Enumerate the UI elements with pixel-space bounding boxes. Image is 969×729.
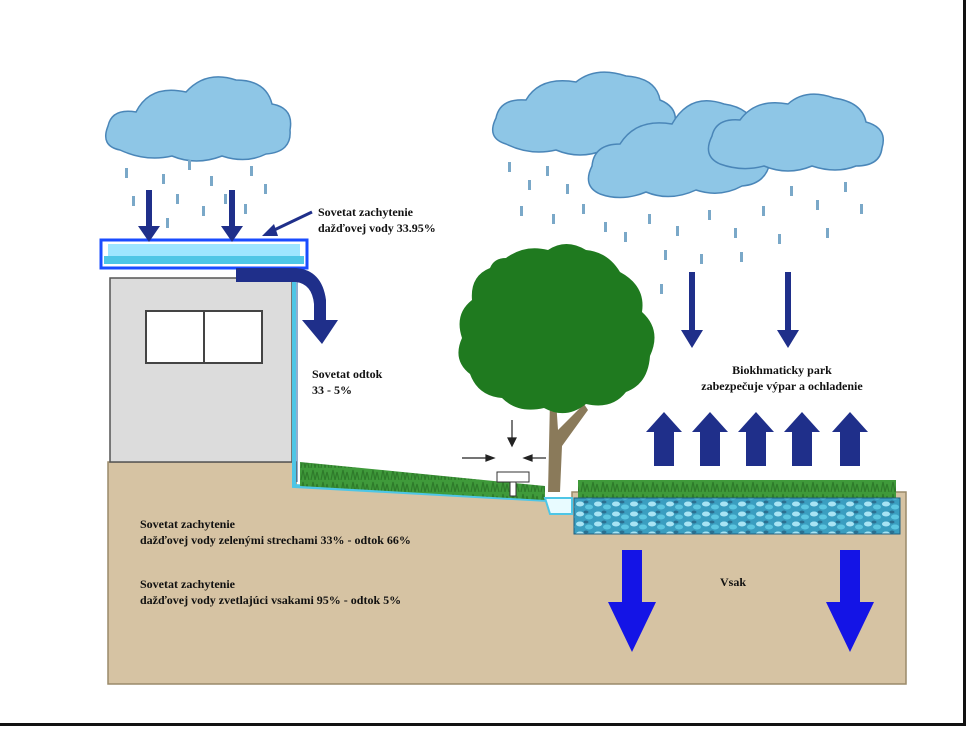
roof-runoff-line1: Sovetat odtok xyxy=(312,367,383,381)
building xyxy=(109,277,293,463)
dimension-arrows xyxy=(462,420,546,462)
gravel-layer xyxy=(573,497,901,535)
drain-inlet xyxy=(496,471,530,483)
infiltration-label: Vsak xyxy=(720,575,747,589)
paved-line1: Sovetat zachytenie xyxy=(140,517,235,531)
roof-retention-line2: dažďovej vody 33.95% xyxy=(318,221,436,235)
roof-runoff-label: Sovetat odtok 33 - 5% xyxy=(312,366,382,398)
grass-swale xyxy=(300,462,545,500)
rain-right xyxy=(508,162,863,294)
runoff-curved-arrow xyxy=(236,268,338,344)
rain-left xyxy=(125,160,267,228)
paved-retention-label: Sovetat zachytenie dažďovej vody zeleným… xyxy=(140,516,411,548)
paved-line2: dažďovej vody zelenými strechami 33% - o… xyxy=(140,533,411,547)
infiltration-arrows xyxy=(608,550,874,652)
pipe-outlet xyxy=(543,497,573,515)
pointer-arrow-roof xyxy=(262,210,313,236)
window xyxy=(145,310,263,364)
park-grass xyxy=(578,480,896,498)
roof-runoff-line2: 33 - 5% xyxy=(312,383,352,397)
roof-retention-line1: Sovetat zachytenie xyxy=(318,205,413,219)
rain-arrows-roof xyxy=(138,190,243,242)
park-line1: Biokhmaticky park xyxy=(732,363,832,377)
green-line1: Sovetat zachytenie xyxy=(140,577,235,591)
evaporation-arrows xyxy=(646,412,868,466)
downpipe xyxy=(292,268,549,502)
cloud-right-group xyxy=(491,71,884,199)
green-retention-label: Sovetat zachytenie dažďovej vody zvetlaj… xyxy=(140,576,401,608)
rain-arrows-park xyxy=(681,272,799,348)
cloud-left xyxy=(105,76,292,162)
tree xyxy=(458,244,655,492)
green-roof xyxy=(99,238,309,270)
roof-retention-label: Sovetat zachytenie dažďovej vody 33.95% xyxy=(318,204,436,236)
park-label: Biokhmaticky park zabezpečuje výpar a oc… xyxy=(668,362,896,394)
park-line2: zabezpečuje výpar a ochladenie xyxy=(701,379,863,393)
green-line2: dažďovej vody zvetlajúci vsakami 95% - o… xyxy=(140,593,402,607)
